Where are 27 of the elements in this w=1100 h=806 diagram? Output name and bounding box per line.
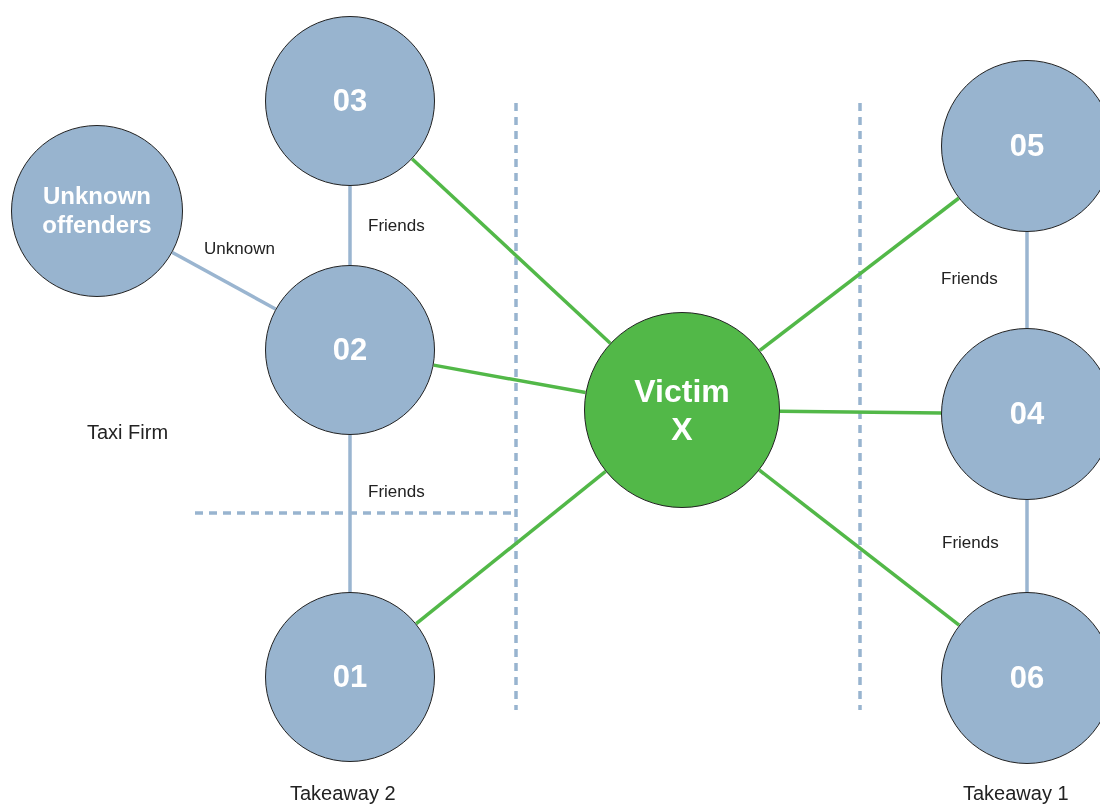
connector-line (415, 470, 607, 626)
connector-line (1025, 500, 1029, 592)
connector-line (348, 435, 352, 592)
connector-line (758, 196, 960, 352)
connector-line (411, 157, 612, 345)
node-label: 04 (1009, 395, 1045, 433)
node-label: 02 (332, 331, 368, 369)
edge-label: Friends (368, 482, 425, 502)
connector-line (171, 250, 277, 311)
connector-line (779, 409, 942, 415)
edge-label: Unknown (204, 239, 275, 259)
group-label: Taxi Firm (87, 421, 169, 444)
node-label: 03 (332, 82, 368, 120)
node-label: 06 (1009, 659, 1045, 697)
connector-line (1025, 232, 1029, 328)
connector-line (433, 363, 586, 395)
group-label: Takeaway 2 (290, 782, 396, 805)
node-label: 01 (332, 658, 368, 696)
edge-label: Friends (941, 269, 998, 289)
connector-line (348, 186, 352, 265)
group-label: Takeaway 1 (963, 782, 1069, 805)
node-label: Victim X (633, 371, 731, 449)
connector-line (758, 468, 961, 627)
edge-label: Friends (368, 216, 425, 236)
node-label: 05 (1009, 127, 1045, 165)
edge-label: Friends (942, 533, 999, 553)
node-label: Unknown offenders (41, 182, 153, 240)
